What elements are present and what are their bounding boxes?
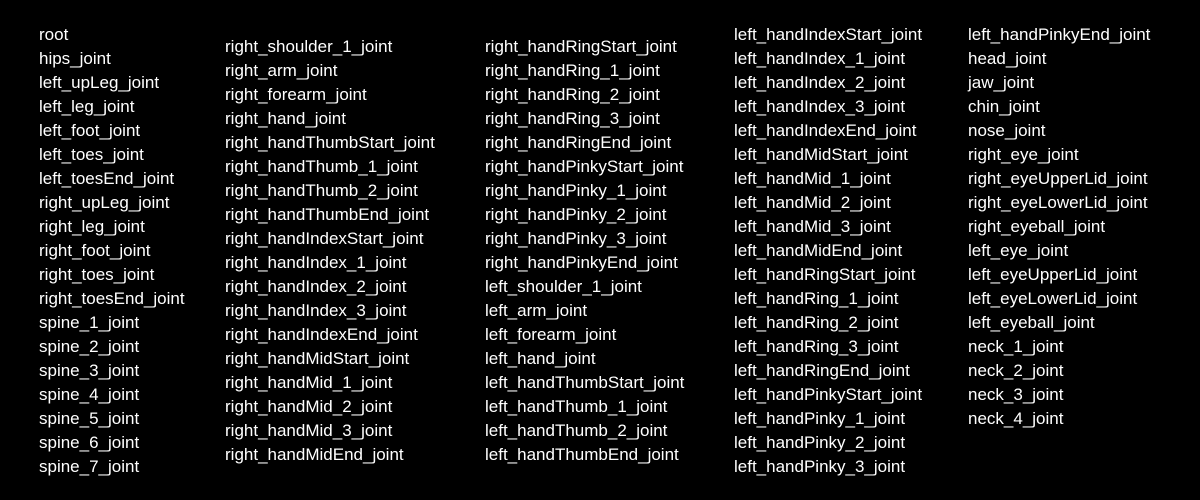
- joint-name: left_handThumb_2_joint: [485, 421, 668, 440]
- joint-name: right_handMid_2_joint: [225, 397, 393, 416]
- joint-name: left_handRing_3_joint: [734, 337, 899, 356]
- joint-list-column-3: right_handRingStart_joint right_handRing_…: [485, 35, 684, 467]
- joint-name: nose_joint: [968, 121, 1046, 140]
- joint-name: left_hand_joint: [485, 349, 596, 368]
- joint-name: right_foot_joint: [39, 241, 151, 260]
- joint-name: right_handRingStart_joint: [485, 37, 677, 56]
- joint-name: right_handThumb_1_joint: [225, 157, 418, 176]
- joint-name: left_eye_joint: [968, 241, 1069, 260]
- joint-name: right_handMid_1_joint: [225, 373, 393, 392]
- joint-name: left_foot_joint: [39, 121, 141, 140]
- joint-name: right_handThumbStart_joint: [225, 133, 435, 152]
- joint-name: left_handIndex_2_joint: [734, 73, 906, 92]
- joint-name: left_forearm_joint: [485, 325, 617, 344]
- joint-name: left_handMid_3_joint: [734, 217, 891, 236]
- joint-name: spine_2_joint: [39, 337, 140, 356]
- joint-name: right_toesEnd_joint: [39, 289, 185, 308]
- joint-name: right_handThumb_2_joint: [225, 181, 418, 200]
- joint-name: right_handPinky_2_joint: [485, 205, 667, 224]
- joint-name: left_leg_joint: [39, 97, 135, 116]
- joint-name: right_handIndexStart_joint: [225, 229, 424, 248]
- joint-name: right_handMid_3_joint: [225, 421, 393, 440]
- joint-name: right_hand_joint: [225, 109, 346, 128]
- joint-name: right_handPinky_1_joint: [485, 181, 667, 200]
- joint-name: neck_1_joint: [968, 337, 1064, 356]
- joint-name: left_eyeball_joint: [968, 313, 1095, 332]
- joint-name: right_handRing_1_joint: [485, 61, 660, 80]
- joint-name: left_handMidEnd_joint: [734, 241, 903, 260]
- joint-list-column-4: left_handIndexStart_joint left_handIndex_…: [734, 23, 922, 479]
- joint-name: right_arm_joint: [225, 61, 338, 80]
- joint-name: spine_5_joint: [39, 409, 140, 428]
- joint-name: left_handMid_2_joint: [734, 193, 891, 212]
- joint-name: left_handRing_2_joint: [734, 313, 899, 332]
- joint-name: right_handIndex_2_joint: [225, 277, 407, 296]
- joint-name: chin_joint: [968, 97, 1040, 116]
- joint-name: left_handPinkyStart_joint: [734, 385, 923, 404]
- joint-name: right_handIndex_1_joint: [225, 253, 407, 272]
- joint-name: left_handRingStart_joint: [734, 265, 916, 284]
- joint-name: right_upLeg_joint: [39, 193, 170, 212]
- joint-list-column-5: left_handPinkyEnd_joint head_joint jaw_joi…: [968, 23, 1150, 431]
- joint-name: left_upLeg_joint: [39, 73, 160, 92]
- joint-name: right_handRingEnd_joint: [485, 133, 672, 152]
- joint-name: neck_4_joint: [968, 409, 1064, 428]
- joint-list-column-1: root hips_joint left_upLeg_joint left_leg_j…: [39, 23, 185, 479]
- joint-name: right_handPinkyStart_joint: [485, 157, 684, 176]
- joint-name: left_handMid_1_joint: [734, 169, 891, 188]
- joint-name: left_handIndex_1_joint: [734, 49, 906, 68]
- joint-name: left_toes_joint: [39, 145, 144, 164]
- joint-name: left_handMidStart_joint: [734, 145, 908, 164]
- joint-name: right_handMidStart_joint: [225, 349, 410, 368]
- joint-name: left_handThumbEnd_joint: [485, 445, 679, 464]
- joint-name: spine_3_joint: [39, 361, 140, 380]
- joint-name: right_handIndex_3_joint: [225, 301, 407, 320]
- joint-name: right_forearm_joint: [225, 85, 367, 104]
- joint-name: left_eyeUpperLid_joint: [968, 265, 1138, 284]
- joint-name: right_handMidEnd_joint: [225, 445, 404, 464]
- joint-name: right_eyeLowerLid_joint: [968, 193, 1148, 212]
- joint-name: left_toesEnd_joint: [39, 169, 175, 188]
- joint-name: right_shoulder_1_joint: [225, 37, 393, 56]
- joint-name: right_toes_joint: [39, 265, 155, 284]
- joint-name: left_arm_joint: [485, 301, 588, 320]
- joint-name: right_eyeUpperLid_joint: [968, 169, 1148, 188]
- joint-name: left_handRing_1_joint: [734, 289, 899, 308]
- joint-name: right_handPinkyEnd_joint: [485, 253, 678, 272]
- joint-name: left_shoulder_1_joint: [485, 277, 642, 296]
- joint-name: neck_3_joint: [968, 385, 1064, 404]
- joint-name: spine_6_joint: [39, 433, 140, 452]
- joint-name: left_handRingEnd_joint: [734, 361, 910, 380]
- joint-name: right_handPinky_3_joint: [485, 229, 667, 248]
- joint-name: right_eyeball_joint: [968, 217, 1106, 236]
- joint-name: right_leg_joint: [39, 217, 145, 236]
- joint-name: left_handIndexStart_joint: [734, 25, 923, 44]
- joint-name: jaw_joint: [968, 73, 1035, 92]
- joint-name: left_handPinky_3_joint: [734, 457, 906, 476]
- joint-name: left_handPinkyEnd_joint: [968, 25, 1151, 44]
- joint-name: right_handIndexEnd_joint: [225, 325, 418, 344]
- joint-name: left_handThumbStart_joint: [485, 373, 685, 392]
- joint-name: left_handIndex_3_joint: [734, 97, 906, 116]
- joint-name: right_eye_joint: [968, 145, 1079, 164]
- joint-name: left_eyeLowerLid_joint: [968, 289, 1138, 308]
- joint-name: hips_joint: [39, 49, 111, 68]
- joint-name: head_joint: [968, 49, 1047, 68]
- joint-name: right_handRing_3_joint: [485, 109, 660, 128]
- joint-name: left_handIndexEnd_joint: [734, 121, 917, 140]
- joint-name: left_handThumb_1_joint: [485, 397, 668, 416]
- joint-name: left_handPinky_2_joint: [734, 433, 906, 452]
- joint-name: left_handPinky_1_joint: [734, 409, 906, 428]
- joint-name: neck_2_joint: [968, 361, 1064, 380]
- joint-name: spine_4_joint: [39, 385, 140, 404]
- joint-name: spine_7_joint: [39, 457, 140, 476]
- joint-name: right_handThumbEnd_joint: [225, 205, 430, 224]
- joint-name: spine_1_joint: [39, 313, 140, 332]
- joint-name: right_handRing_2_joint: [485, 85, 660, 104]
- joint-name: root: [39, 25, 69, 44]
